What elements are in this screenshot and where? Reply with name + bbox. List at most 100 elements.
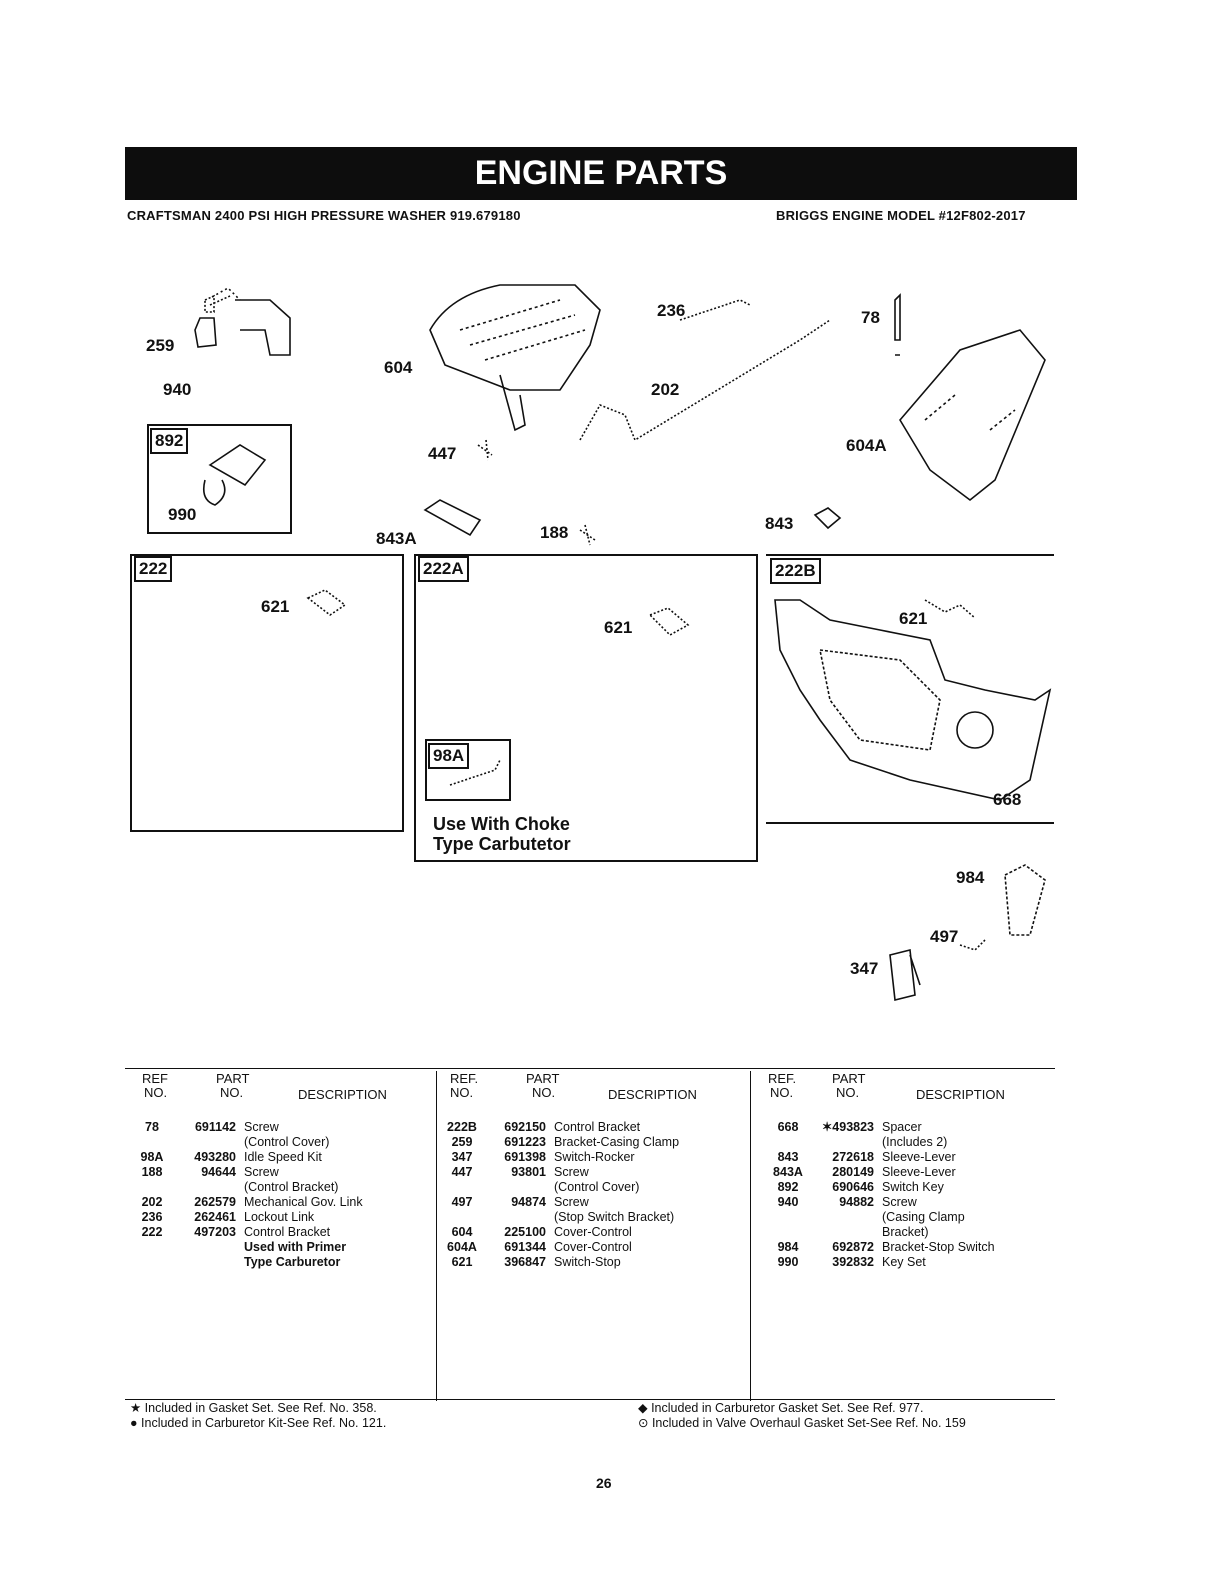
footnote-valve-overhaul: ⊙ Included in Valve Overhaul Gasket Set-…: [638, 1416, 966, 1430]
table-row: 621 396847 Switch-Stop: [440, 1255, 679, 1270]
description: Sleeve-Lever: [882, 1150, 956, 1164]
header-part-no: NO.: [220, 1085, 244, 1100]
control-cover-604A: [899, 329, 1046, 502]
description: Cover-Control: [554, 1225, 632, 1239]
screw-940: [204, 294, 231, 313]
description: Cover-Control: [554, 1240, 632, 1254]
panel-222A: [414, 554, 758, 862]
callout-347: 347: [850, 959, 879, 978]
ref-no: 78: [145, 1120, 159, 1134]
callout-668: 668: [993, 790, 1022, 809]
part-no: 272618: [832, 1150, 874, 1164]
description: (Casing Clamp: [882, 1210, 965, 1224]
part-no: 262461: [194, 1210, 236, 1224]
ref-no: 604: [451, 1225, 473, 1239]
table-row: (Control Cover): [130, 1135, 363, 1150]
part-no: 225100: [504, 1225, 546, 1239]
table-row: (Includes 2): [760, 1135, 995, 1150]
description: Bracket-Casing Clamp: [554, 1135, 680, 1149]
ref-no: 892: [777, 1180, 799, 1194]
part-no: 94644: [201, 1165, 236, 1179]
callout-202: 202: [651, 380, 680, 399]
part-no: 396847: [504, 1255, 546, 1269]
part-no: 392832: [832, 1255, 874, 1269]
part-no: ✶493823: [821, 1120, 874, 1134]
callout-188: 188: [540, 523, 569, 542]
header-ref-no: NO.: [450, 1085, 474, 1100]
part-no: 94874: [511, 1195, 546, 1209]
model-subtitle: CRAFTSMAN 2400 PSI HIGH PRESSURE WASHER …: [127, 208, 521, 223]
callout-990: 990: [168, 505, 197, 524]
description: Screw: [554, 1195, 589, 1209]
table-row: 892 690646 Switch Key: [760, 1180, 995, 1195]
control-cover-604: [429, 284, 601, 391]
callout-222B: 222B: [770, 558, 821, 584]
description: (Stop Switch Bracket): [554, 1210, 675, 1224]
callout-222A: 222A: [418, 556, 469, 582]
table-row: (Control Cover): [440, 1180, 679, 1195]
callout-892: 892: [150, 428, 189, 454]
callout-843: 843: [765, 514, 794, 533]
sleeve-843A: [423, 499, 482, 537]
part-no: 691142: [194, 1120, 236, 1134]
description: Type Carburetor: [244, 1255, 341, 1269]
callout-984: 984: [956, 868, 985, 887]
description: Switch-Rocker: [554, 1150, 635, 1164]
table-divider-2: [750, 1071, 751, 1401]
part-no: 493280: [194, 1150, 236, 1164]
header-description: DESCRIPTION: [916, 1087, 1005, 1102]
table-bottom-rule: [125, 1399, 1055, 1400]
parts-table: [125, 1068, 1055, 1401]
table-top-rule: [125, 1068, 1055, 1069]
ref-no: 843: [777, 1150, 799, 1164]
ref-no: 222B: [447, 1120, 477, 1134]
part-no: 690646: [832, 1180, 874, 1194]
choke-carburetor-note: Use With Choke Type Carbutetor: [433, 814, 571, 854]
description: Control Bracket: [554, 1120, 641, 1134]
description: (Includes 2): [882, 1135, 948, 1149]
description: Switch Key: [882, 1180, 944, 1194]
ref-no: 202: [141, 1195, 163, 1209]
ref-no: 98A: [140, 1150, 164, 1164]
ref-no: 447: [451, 1165, 473, 1179]
table-row: (Control Bracket): [130, 1180, 363, 1195]
header-description: DESCRIPTION: [608, 1087, 697, 1102]
ref-no: 621: [451, 1255, 473, 1269]
footnote-gasket-set: ★ Included in Gasket Set. See Ref. No. 3…: [130, 1401, 377, 1415]
description: Switch-Stop: [554, 1255, 621, 1269]
table-row: 222B 692150 Control Bracket: [440, 1120, 679, 1135]
callout-222: 222: [134, 556, 173, 582]
exploded-parts-diagram: [147, 284, 1052, 1001]
part-no: 262579: [194, 1195, 236, 1209]
governor-link: [579, 319, 831, 442]
header-ref-label: REF: [142, 1071, 168, 1086]
table-row: 843 272618 Sleeve-Lever: [760, 1150, 995, 1165]
part-no: 691398: [504, 1150, 546, 1164]
description: Idle Speed Kit: [244, 1150, 322, 1164]
part-no: 691344: [504, 1240, 546, 1254]
description: Screw: [882, 1195, 917, 1209]
ref-no: 843A: [773, 1165, 803, 1179]
description: (Control Cover): [244, 1135, 330, 1149]
callout-604A: 604A: [846, 436, 887, 455]
callout-843A: 843A: [376, 529, 417, 548]
header-ref-label: REF.: [450, 1071, 479, 1086]
page-title-banner: ENGINE PARTS: [125, 147, 1077, 200]
part-no: 692150: [504, 1120, 546, 1134]
callout-604: 604: [384, 358, 413, 377]
table-row: (Casing Clamp: [760, 1210, 995, 1225]
header-part-label: PART: [832, 1071, 866, 1086]
header-description: DESCRIPTION: [298, 1087, 387, 1102]
description: Used with Primer: [244, 1240, 347, 1254]
description: Bracket): [882, 1225, 929, 1239]
part-no: 94882: [839, 1195, 874, 1209]
control-bracket-222B: [774, 599, 1052, 801]
